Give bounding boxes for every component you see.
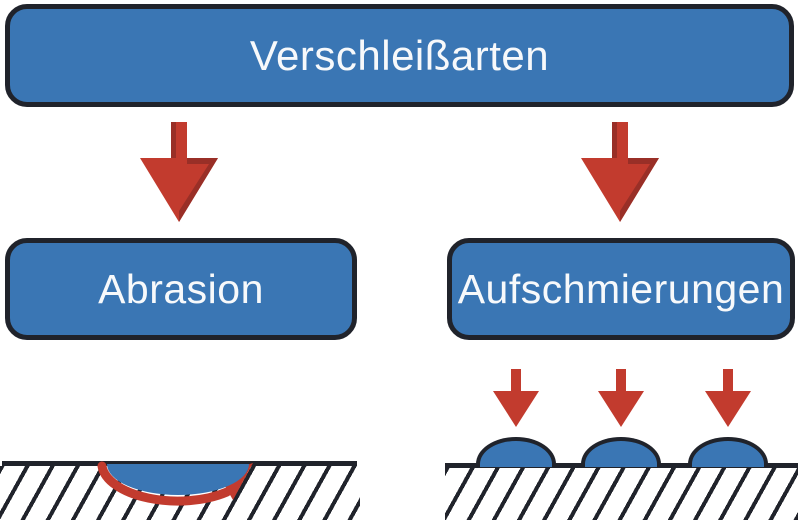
branch-box-aufschmierungen: Aufschmierungen xyxy=(447,238,795,340)
smear-deposit-dome xyxy=(581,437,661,467)
diagram-title: Verschleißarten xyxy=(249,31,550,79)
branch-label-abrasion: Abrasion xyxy=(98,265,264,312)
hatched-surface-right xyxy=(445,468,798,520)
smear-deposit-dome xyxy=(476,437,556,467)
branch-box-abrasion: Abrasion xyxy=(5,238,357,340)
surface-line-left xyxy=(2,461,357,466)
small-down-arrow-icon xyxy=(598,369,644,427)
big-down-arrow-icon xyxy=(581,122,659,222)
small-down-arrow-icon xyxy=(705,369,751,427)
title-box-verschleissarten: Verschleißarten xyxy=(5,4,794,107)
branch-label-aufschmierungen: Aufschmierungen xyxy=(457,265,785,312)
smear-deposit-dome xyxy=(688,437,768,467)
small-down-arrow-icon xyxy=(493,369,539,427)
big-down-arrow-icon xyxy=(140,122,218,222)
abrasion-groove-illustration xyxy=(97,461,253,506)
